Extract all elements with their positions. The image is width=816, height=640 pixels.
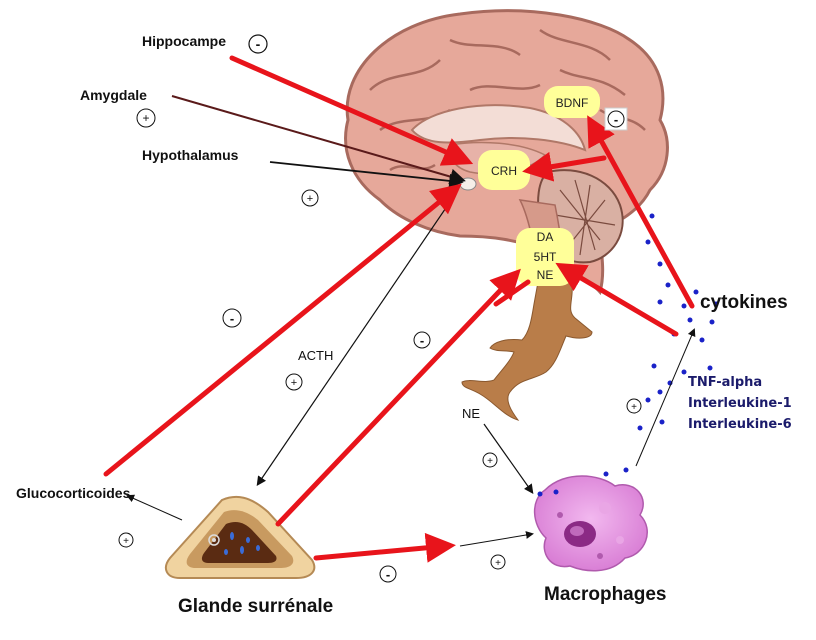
bdnf-box: BDNF: [544, 86, 600, 118]
label-ne-left: NE: [462, 406, 480, 421]
cytokine-ne-arrow: [555, 262, 679, 337]
svg-text:-: -: [256, 36, 261, 52]
label-interleukine-1: Interleukine-1: [688, 396, 792, 411]
adrenal-ne-arrow: [275, 268, 521, 527]
sign-bdnf: -: [604, 107, 628, 131]
stimulation-arrows: [126, 95, 696, 547]
hypothalamus-arrow: [269, 161, 464, 189]
label-macrophages: Macrophages: [544, 584, 666, 605]
nerve-structure: [461, 281, 593, 421]
svg-text:-: -: [614, 112, 618, 127]
crh-box: CRH: [478, 150, 530, 190]
label-glande-surrenale: Glande surrénale: [178, 596, 333, 617]
sign-cytokine-up: +: [626, 398, 642, 414]
svg-text:+: +: [631, 402, 637, 413]
svg-text:+: +: [495, 558, 501, 569]
sign-gluco-feedback: -: [222, 308, 242, 328]
acth-arrow: [256, 195, 455, 486]
label-cytokines: cytokines: [700, 292, 788, 313]
svg-text:+: +: [487, 456, 493, 467]
sign-acth: +: [285, 373, 303, 391]
sign-hypothalamus: +: [301, 189, 319, 207]
macrophage-cell: [533, 475, 648, 572]
svg-text:CRH: CRH: [491, 164, 517, 178]
cerebellum-folia: [554, 179, 616, 256]
sign-ne-macrophage: +: [482, 452, 498, 468]
svg-text:+: +: [123, 536, 129, 547]
cytokine-crh-arrow: [522, 151, 607, 182]
5ht-label: 5HT: [534, 250, 557, 264]
svg-text:+: +: [291, 377, 297, 389]
hypothalamus-node: [459, 177, 477, 191]
label-glucocorticoides: Glucocorticoides: [16, 485, 131, 501]
adrenal-macrophage-red-arrow: [313, 532, 456, 563]
amygdala-arrow: [171, 95, 466, 185]
neurotransmitter-box: DA 5HT NE: [516, 228, 574, 286]
hippocampus-arrow: [229, 55, 474, 166]
ne-macrophage-arrow: [483, 423, 534, 494]
da-label: DA: [537, 230, 554, 244]
sign-amygdale: +: [136, 108, 156, 128]
svg-text:+: +: [142, 111, 149, 125]
inhibition-arrows: [103, 55, 695, 563]
adrenal-gland: [164, 495, 316, 579]
glucocorticoid-feedback-arrow: [103, 183, 462, 477]
sign-glucocorticoides: +: [118, 532, 134, 548]
svg-text:BDNF: BDNF: [556, 96, 589, 110]
label-acth: ACTH: [298, 348, 333, 363]
cytokine-up-arrow: [635, 328, 696, 467]
sign-adrenal-ne: -: [413, 331, 431, 349]
svg-text:-: -: [230, 311, 234, 326]
glucocorticoid-arrow: [126, 494, 183, 521]
svg-text:-: -: [386, 567, 390, 582]
label-interleukine-6: Interleukine-6: [688, 417, 792, 432]
nerve-ne-arrow: [493, 279, 531, 307]
label-hypothalamus: Hypothalamus: [142, 147, 239, 163]
label-tnf-alpha: TNF-alpha: [688, 375, 762, 390]
label-amygdale: Amygdale: [80, 87, 147, 103]
sign-to-macrophage: +: [490, 554, 506, 570]
adrenal-macrophage-arrow: [459, 531, 534, 547]
svg-text:+: +: [307, 193, 313, 205]
sign-hippocampe: -: [248, 34, 268, 54]
sign-adrenal-macrophage: -: [379, 565, 397, 583]
label-hippocampe: Hippocampe: [142, 33, 226, 49]
svg-text:-: -: [420, 333, 424, 348]
cytokine-bdnf-arrow: [587, 115, 695, 309]
ne-box-label: NE: [537, 268, 554, 282]
